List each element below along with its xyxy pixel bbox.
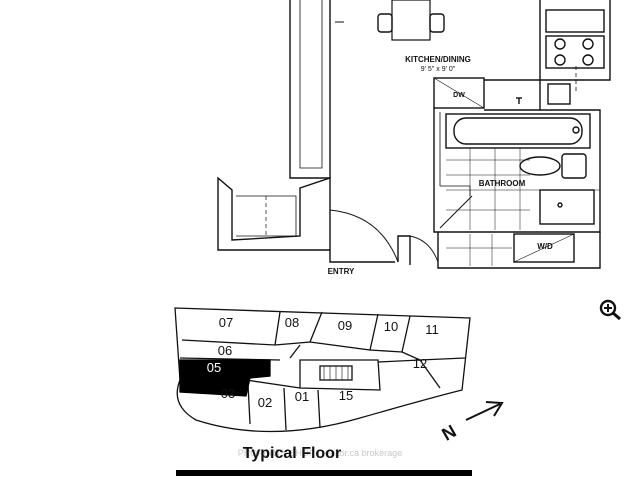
dining-table (377, 0, 445, 41)
unit-label: 06 (218, 343, 232, 358)
unit-label: 01 (295, 389, 309, 404)
keyplan-title: Typical Floor (243, 445, 341, 462)
unit-label: 02 (258, 395, 272, 410)
left-wall (289, 0, 331, 179)
entry-label: ENTRY (328, 267, 355, 276)
vanity (539, 189, 595, 225)
zoom-in-icon (599, 299, 621, 321)
plan-labels: KITCHEN/DINING 9' 5" x 9' 0" DW BATHROOM… (328, 55, 553, 276)
cooktop (545, 35, 605, 69)
unit-label: 03 (221, 386, 235, 401)
kitchen-label: KITCHEN/DINING (405, 55, 471, 64)
north-arrow: N (438, 401, 504, 445)
kitchen-sink (547, 83, 571, 105)
zoom-in-button[interactable] (596, 298, 630, 326)
unit-label: 09 (338, 318, 352, 333)
key-plan (174, 307, 471, 433)
unit-label: 08 (285, 315, 299, 330)
unit-numbers: 07 08 09 10 11 06 05 12 03 02 01 15 (207, 315, 439, 410)
unit-label: 11 (425, 322, 439, 337)
unit-label: 10 (384, 319, 398, 334)
watermark: PROPERTY SHOP | realtor.ca brokerage (238, 448, 402, 458)
tile-grid (446, 148, 600, 230)
unit-label: 12 (413, 356, 427, 371)
washer-dryer-label: W/D (537, 242, 553, 251)
dishwasher-label: DW (453, 92, 465, 99)
dishwasher (433, 77, 485, 109)
bathtub (445, 113, 591, 149)
unit-label: 07 (219, 315, 233, 330)
unit-floor-plan (217, 0, 611, 269)
toilet (519, 153, 587, 179)
title-underline (176, 470, 472, 476)
unit-label: 15 (339, 388, 353, 403)
north-label: N (438, 421, 459, 445)
washer-dryer (513, 233, 575, 263)
highlighted-unit (179, 359, 271, 397)
bathroom-label: BATHROOM (479, 179, 526, 188)
balcony-wall (217, 176, 331, 251)
highlighted-unit-label: 05 (207, 360, 221, 375)
kitchen-dimensions: 9' 5" x 9' 0" (421, 66, 456, 73)
